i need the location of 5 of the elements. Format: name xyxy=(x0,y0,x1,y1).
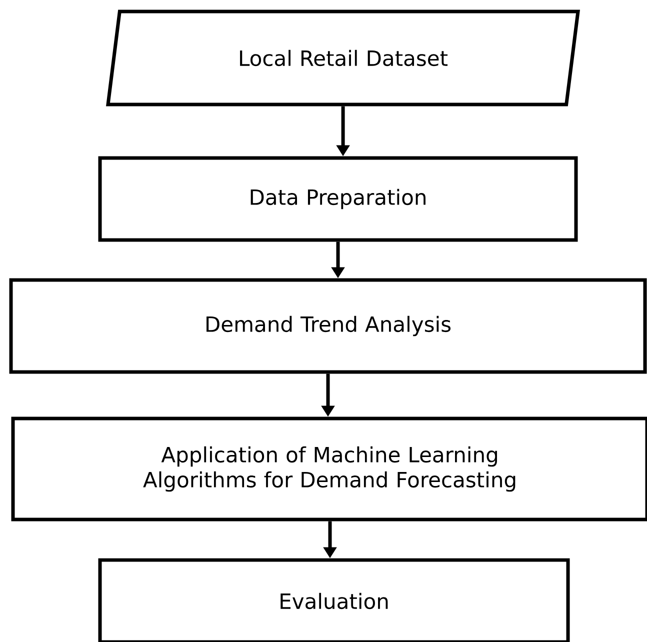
input-parallelogram: Local Retail Dataset xyxy=(106,10,580,106)
process-box: Application of Machine Learning Algorithms for Demand Forecasting xyxy=(11,416,647,522)
process-box: Evaluation xyxy=(98,558,570,642)
process-box: Data Preparation xyxy=(98,156,578,242)
process-box: Demand Trend Analysis xyxy=(9,278,647,374)
